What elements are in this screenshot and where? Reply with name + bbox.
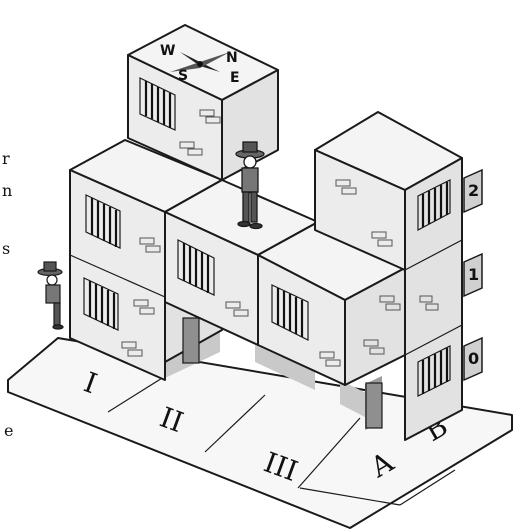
edge-text-s: s: [2, 239, 10, 258]
floor-badges: 2 1 0: [463, 168, 483, 382]
doors: [182, 317, 383, 429]
floor-badge-2: 2: [463, 168, 483, 214]
svg-text:1: 1: [468, 265, 479, 284]
window-top: [139, 77, 176, 131]
edge-text-e: e: [4, 421, 13, 440]
compass-south: S: [178, 68, 188, 84]
svg-text:0: 0: [468, 349, 479, 368]
cowboy-figure-wall: [37, 261, 64, 330]
edge-text-n: n: [2, 181, 12, 200]
edge-text-r: r: [2, 149, 10, 168]
svg-text:2: 2: [468, 181, 479, 200]
compass-west: W: [160, 43, 175, 59]
cowboy-figure-roof: [235, 141, 265, 230]
window-left-lower: [83, 277, 119, 331]
floor-badge-0: 0: [463, 336, 483, 382]
floor-badge-1: 1: [463, 252, 483, 298]
window-left-upper: [85, 194, 121, 249]
compass-north: N: [226, 50, 238, 66]
compass-rose: N S E W: [160, 43, 240, 86]
ground-grid: [7, 337, 513, 529]
door-right: [365, 382, 383, 429]
window-right-block: [271, 284, 309, 341]
brick-marks: [121, 109, 439, 367]
windows: [83, 77, 451, 397]
compass-east: E: [230, 70, 240, 86]
window-tower-upper: [417, 179, 451, 231]
window-middle: [177, 239, 215, 296]
door-middle: [182, 317, 200, 364]
window-tower-lower: [417, 345, 451, 397]
